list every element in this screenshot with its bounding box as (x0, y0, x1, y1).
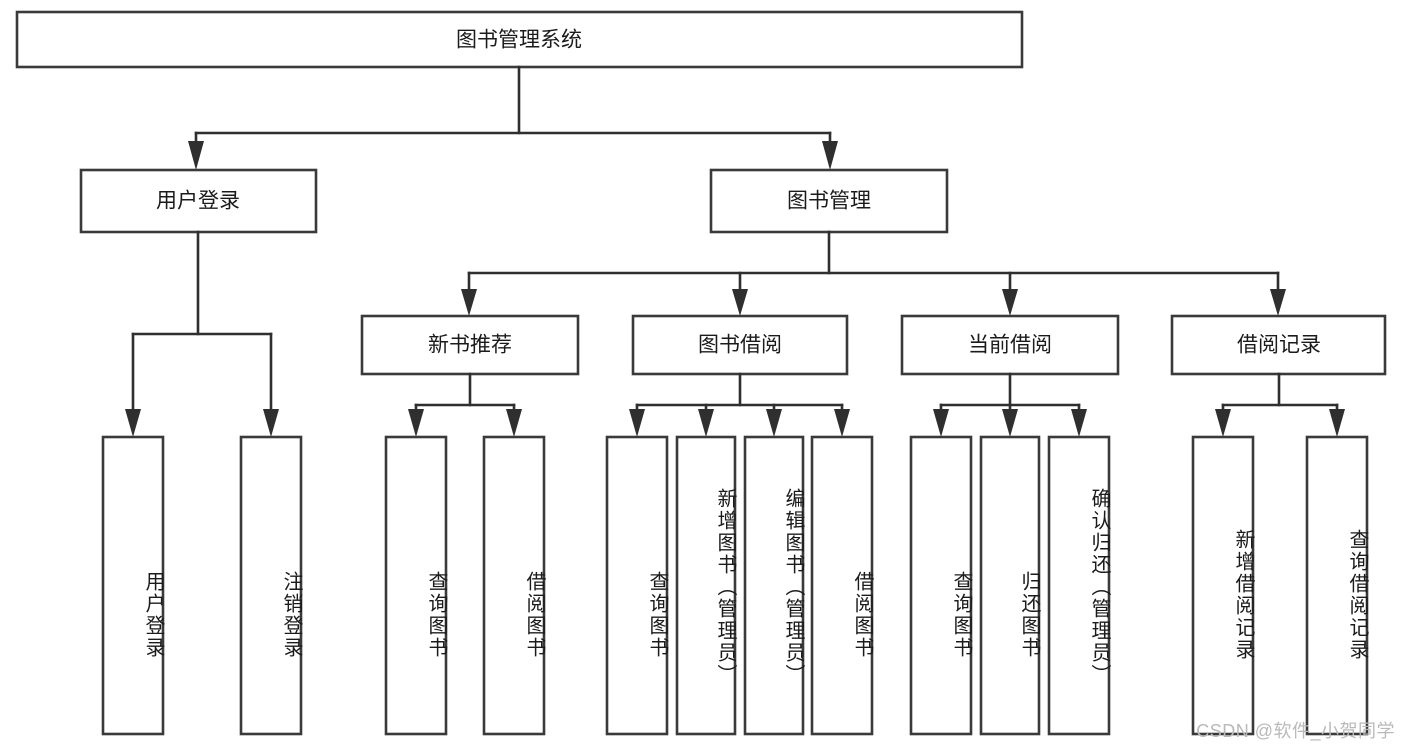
leaf-box-user-login-2[interactable] (239, 435, 303, 736)
node-book-management-label: 图书管理 (787, 190, 871, 213)
leaf-box-new-book-1[interactable] (384, 435, 448, 736)
arrow-head-leaf-borrowrecord-2 (1329, 409, 1345, 437)
leaf-box-book-borrow-3[interactable] (743, 435, 805, 736)
node-current-borrow-box[interactable] (900, 314, 1120, 376)
arrow-head-leaf-bookborrow-4 (834, 409, 850, 437)
node-new-book-recommend-label: 新书推荐 (428, 334, 512, 357)
leaf-box-current-borrow-2[interactable] (979, 435, 1041, 736)
leaf-box-borrow-record-1[interactable] (1191, 435, 1255, 736)
arrow-head-newbook (461, 289, 477, 316)
leaf-box-new-book-2[interactable] (482, 435, 546, 736)
node-borrow-record-box[interactable] (1170, 314, 1387, 376)
leaf-box-book-borrow-2[interactable] (675, 435, 737, 736)
arrow-head-leaf-user-login-2 (263, 409, 279, 437)
node-borrow-record[interactable]: 借阅记录 (1170, 314, 1387, 376)
node-current-borrow[interactable]: 当前借阅 (900, 314, 1120, 376)
arrow-head-leaf-bookborrow-2 (698, 409, 714, 437)
node-current-borrow-label: 当前借阅 (968, 334, 1052, 357)
leaf-box-user-login-1[interactable] (101, 435, 165, 736)
node-user-login[interactable]: 用户登录 (79, 168, 318, 234)
arrow-head-leaf-currentborrow-1 (933, 409, 949, 437)
node-book-management-box[interactable] (709, 168, 949, 234)
node-borrow-record-label: 借阅记录 (1237, 334, 1321, 357)
arrow-head-borrowrecord (1270, 289, 1286, 316)
node-book-borrow-label: 图书借阅 (698, 334, 782, 357)
leaf-box-current-borrow-3[interactable] (1047, 435, 1111, 736)
node-book-borrow-box[interactable] (631, 314, 849, 376)
arrow-head-leaf-bookborrow-3 (766, 409, 782, 437)
leaf-box-book-borrow-1[interactable] (605, 435, 669, 736)
leaf-box-borrow-record-2[interactable] (1305, 435, 1369, 736)
arrow-head-leaf-newbook-1 (408, 409, 424, 437)
node-book-borrow[interactable]: 图书借阅 (631, 314, 849, 376)
arrow-head-bookmgmt (822, 141, 838, 170)
arrow-head-currentborrow (1002, 289, 1018, 316)
arrow-head-leaf-currentborrow-3 (1071, 409, 1087, 437)
node-root[interactable]: 图书管理系统 (15, 10, 1024, 69)
node-new-book-recommend[interactable]: 新书推荐 (360, 314, 580, 376)
arrow-head-leaf-borrowrecord-1 (1215, 409, 1231, 437)
node-book-management[interactable]: 图书管理 (709, 168, 949, 234)
arrow-head-leaf-user-login-1 (125, 409, 141, 437)
arrow-head-bookborrow (732, 289, 748, 316)
arrow-head-leaf-currentborrow-2 (1002, 409, 1018, 437)
leaf-box-book-borrow-4[interactable] (810, 435, 874, 736)
arrow-head-leaf-bookborrow-1 (629, 409, 645, 437)
leaf-box-current-borrow-1[interactable] (909, 435, 973, 736)
node-root-box[interactable] (15, 10, 1024, 69)
csdn-watermark: CSDN @软件_小贺同学 (1196, 721, 1395, 741)
arrow-head-userlogin (188, 141, 204, 170)
node-user-login-label: 用户登录 (156, 190, 240, 213)
arrow-head-leaf-newbook-2 (506, 409, 522, 437)
node-root-label: 图书管理系统 (456, 29, 582, 52)
node-new-book-recommend-box[interactable] (360, 314, 580, 376)
